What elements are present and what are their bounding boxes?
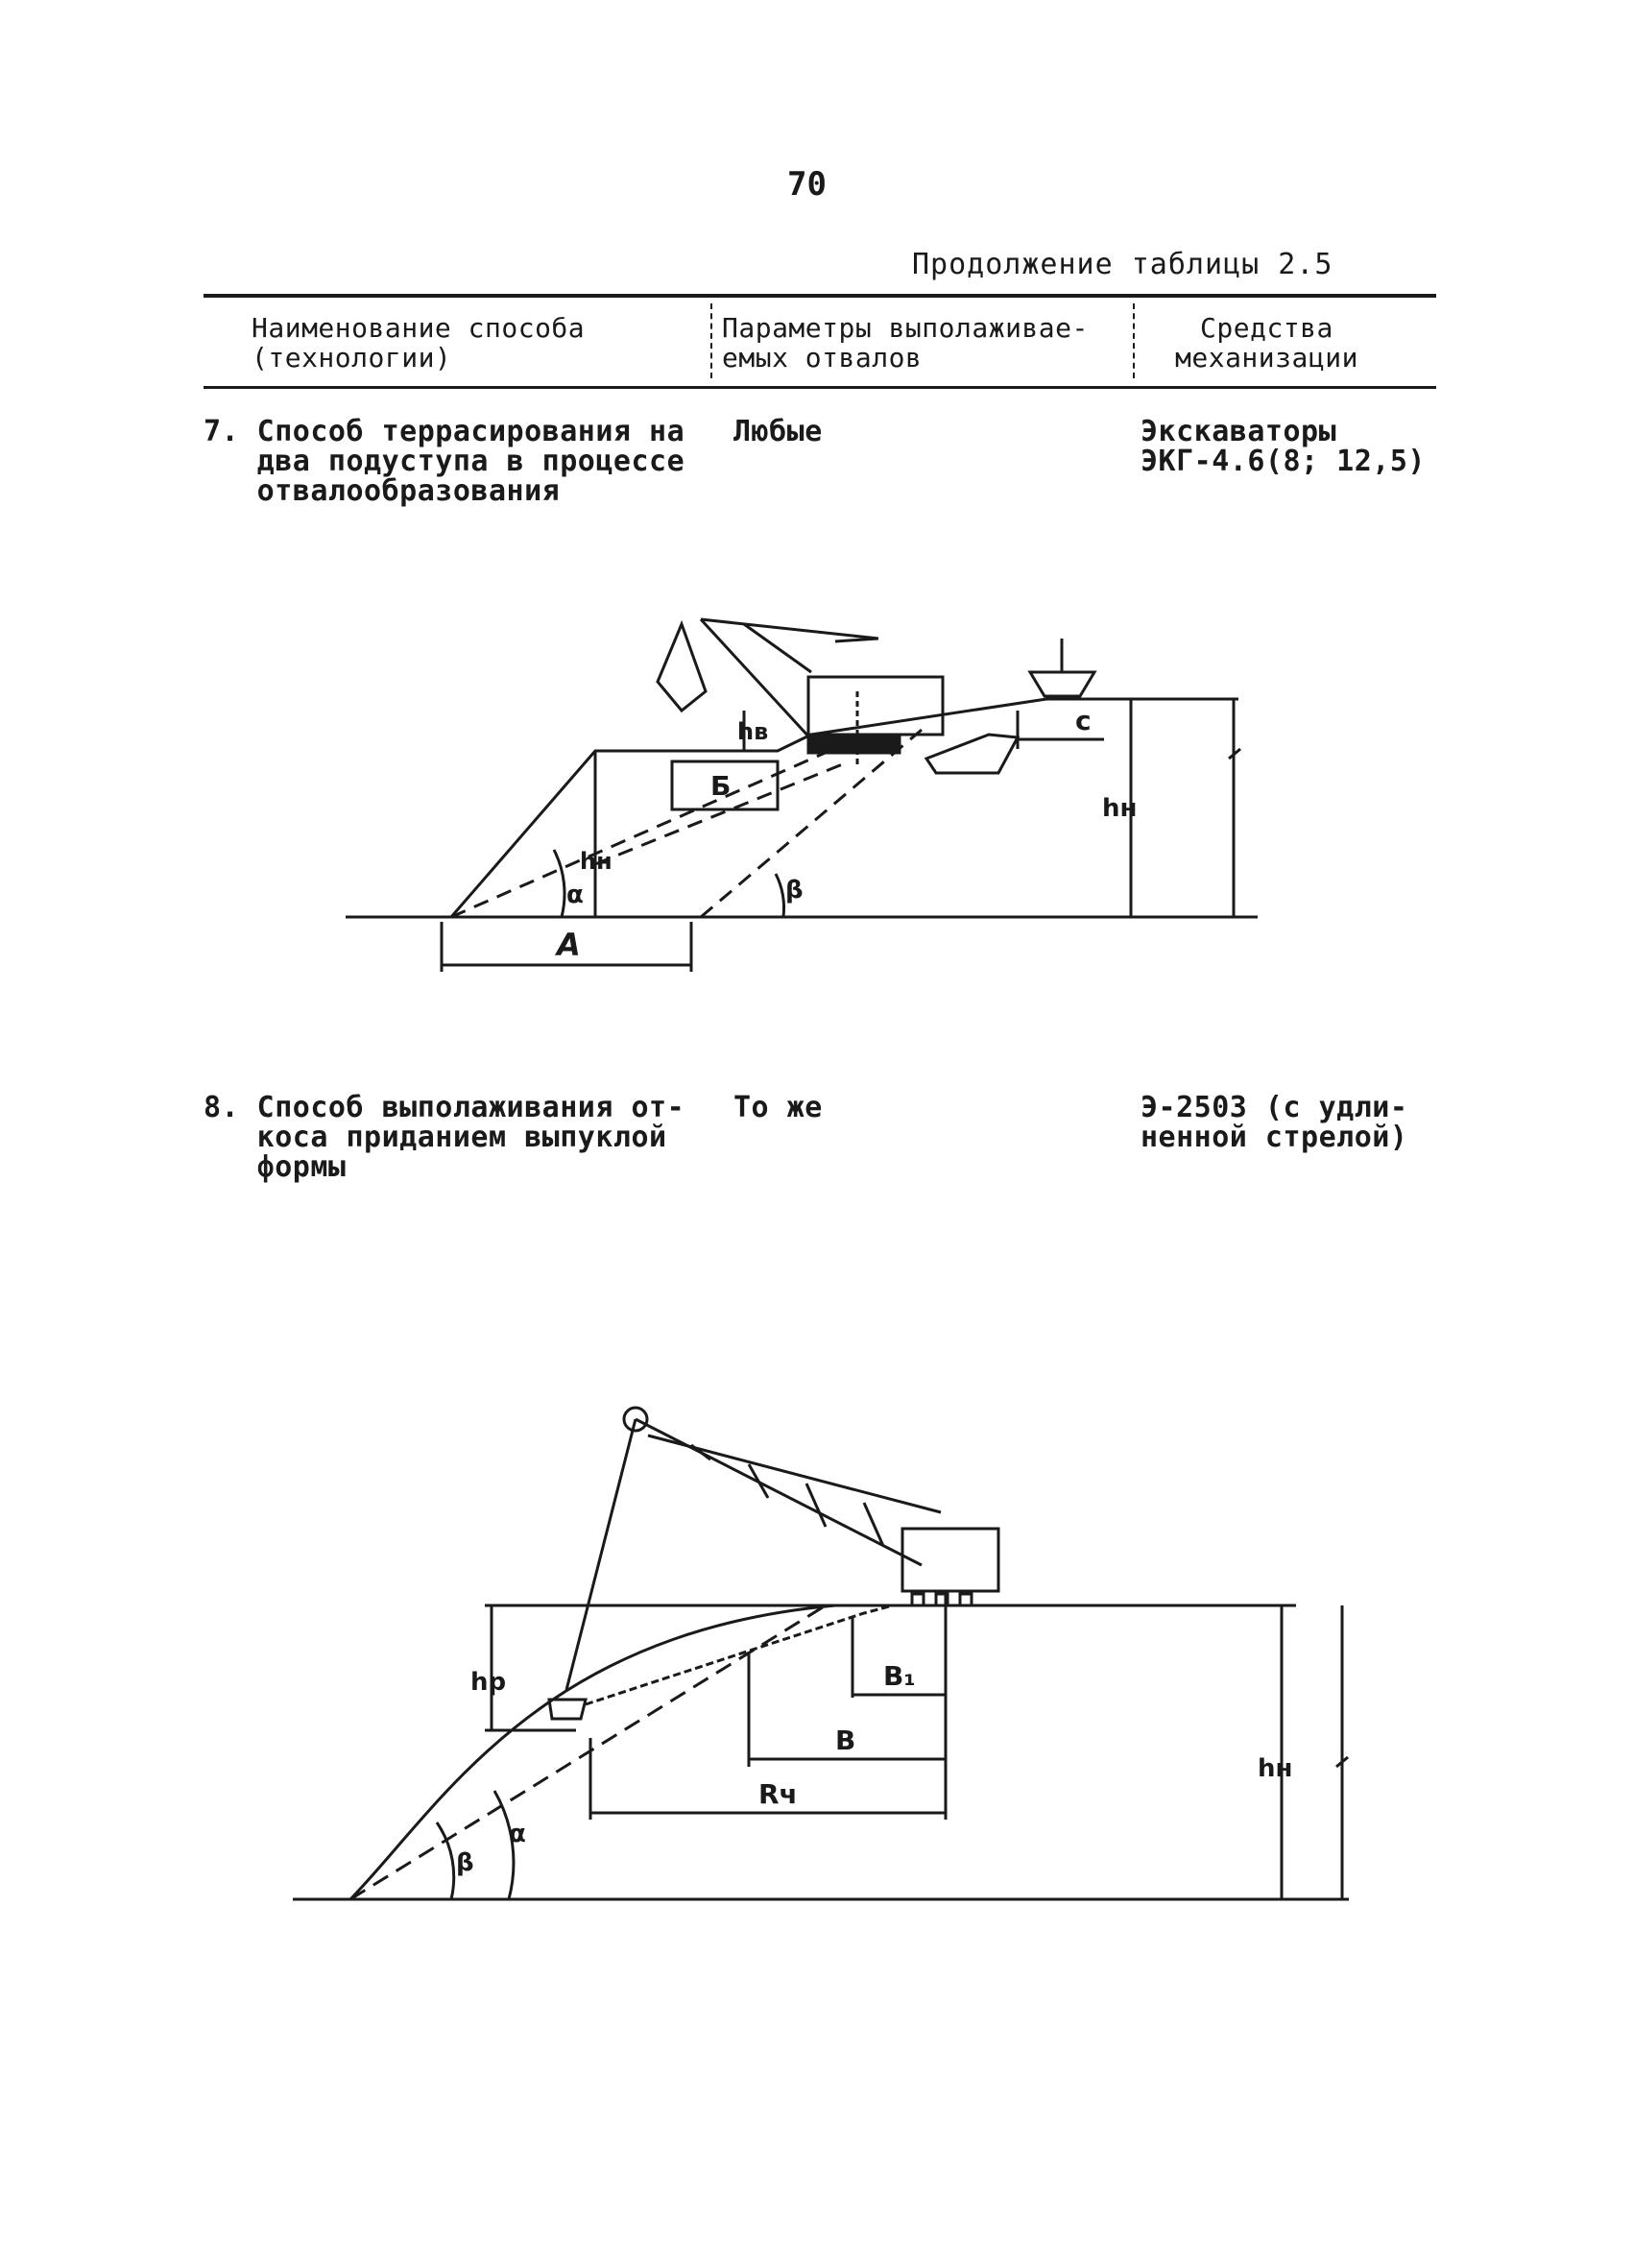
h-total-break-mark bbox=[1228, 747, 1241, 760]
row-7-means: Экскаваторы ЭКГ-4.6(8; 12,5) bbox=[1141, 415, 1426, 478]
lower-slope-line bbox=[450, 742, 846, 919]
page-number: 70 bbox=[787, 165, 827, 204]
label-b-2: В bbox=[835, 1725, 855, 1756]
label-b: Б bbox=[710, 770, 731, 802]
chord-line bbox=[349, 1604, 827, 1901]
alpha-arc bbox=[552, 849, 566, 918]
label-alpha: α bbox=[566, 881, 584, 909]
label-beta: β bbox=[785, 876, 804, 905]
label-a: A bbox=[554, 927, 581, 963]
label-h-r: hр bbox=[470, 1668, 506, 1697]
label-beta-2: β bbox=[456, 1848, 474, 1877]
middle-slope-line bbox=[594, 761, 846, 866]
label-h-lower: hн bbox=[580, 848, 612, 875]
label-h-upper: hв bbox=[737, 718, 768, 745]
alpha-arc-2 bbox=[492, 1790, 516, 1900]
label-c: c bbox=[1075, 705, 1092, 736]
table-top-rule bbox=[204, 294, 1436, 298]
row-7-method: 7. Способ террасирования на два подуступ… bbox=[204, 415, 685, 508]
header-divider-2 bbox=[1133, 303, 1141, 378]
row-8-method: 8. Способ выполаживания от- коса придани… bbox=[204, 1091, 685, 1184]
convex-slope-profile bbox=[348, 1604, 1296, 1901]
label-b1: В₁ bbox=[883, 1660, 916, 1692]
row-8-params: То же bbox=[733, 1091, 823, 1124]
header-method: Наименование способа (технологии) bbox=[252, 312, 586, 374]
row-7-params: Любые bbox=[733, 415, 823, 448]
beta-arc bbox=[774, 873, 785, 918]
table-caption: Продолжение таблицы 2.5 bbox=[912, 248, 1333, 281]
row-8-means: Э-2503 (с удли- ненной стрелой) bbox=[1141, 1091, 1408, 1154]
spreader-1-icon bbox=[924, 639, 1097, 775]
table-header-rule bbox=[204, 386, 1436, 389]
label-r: Rч bbox=[758, 1778, 798, 1810]
dragline-icon bbox=[547, 1406, 1000, 1721]
header-divider-1 bbox=[710, 303, 718, 378]
beta-arc-2 bbox=[435, 1822, 456, 1900]
label-alpha-2: α bbox=[509, 1820, 526, 1848]
h-total-break-mark-2 bbox=[1335, 1755, 1349, 1769]
label-h-total-2: hн bbox=[1258, 1754, 1292, 1783]
excavator-1-icon bbox=[656, 617, 945, 768]
label-h-total: hн bbox=[1102, 794, 1137, 823]
header-means: Средства механизации bbox=[1175, 312, 1358, 374]
header-params: Параметры выполаживае- емых отвалов bbox=[722, 312, 1089, 374]
width-b-box bbox=[670, 760, 780, 811]
